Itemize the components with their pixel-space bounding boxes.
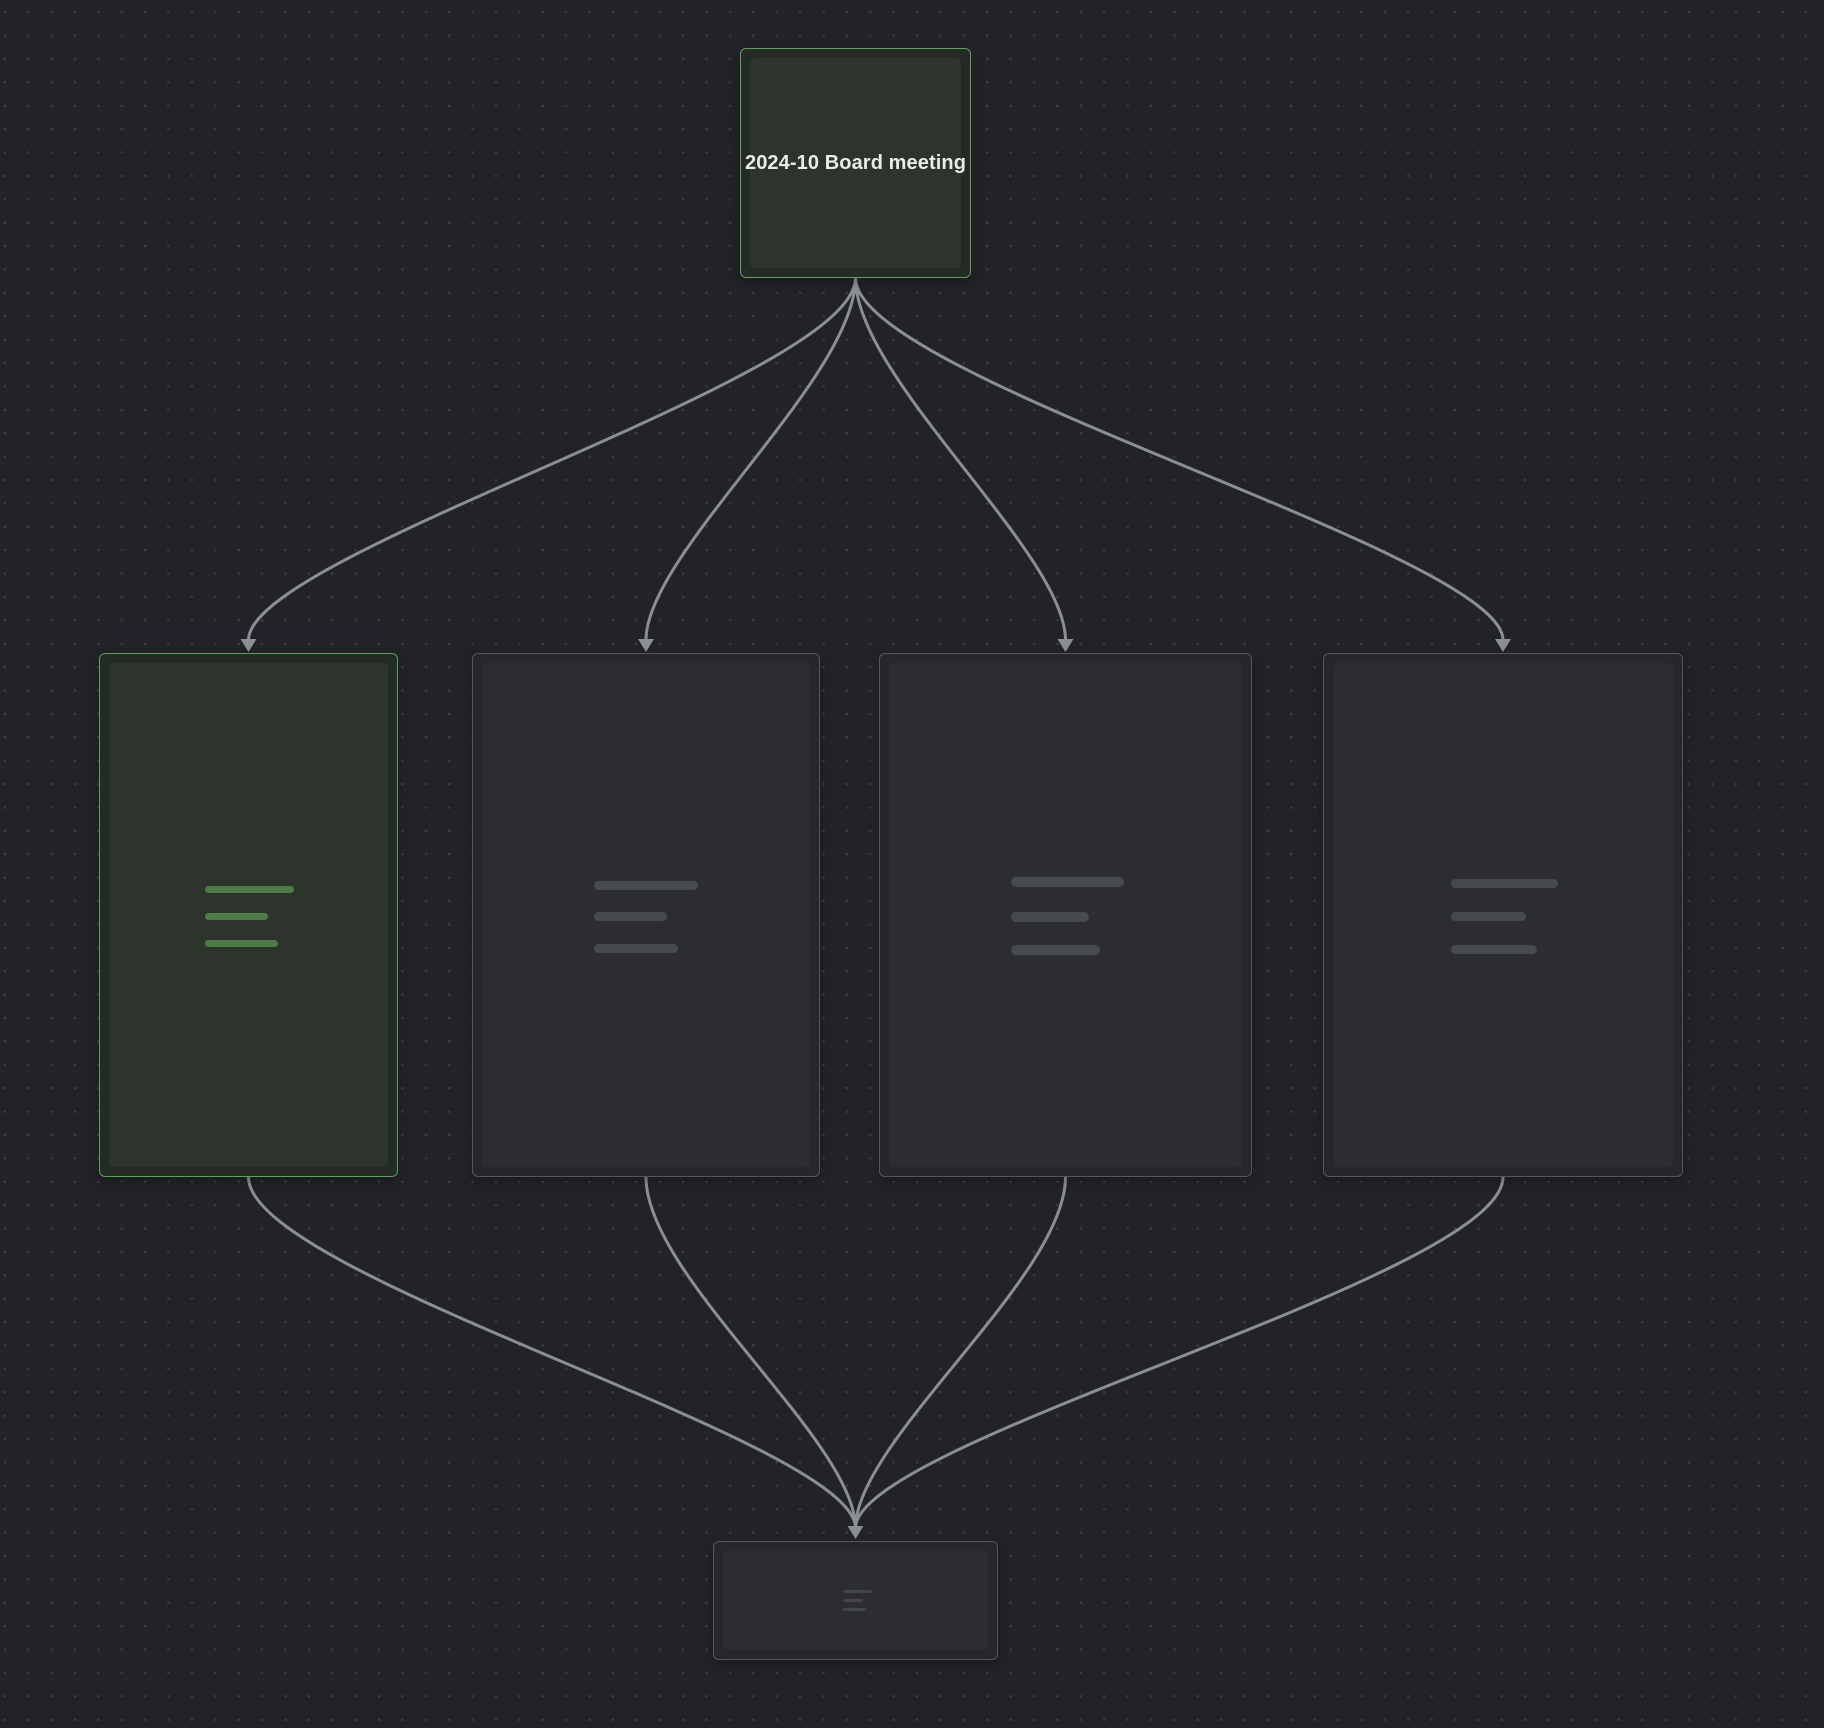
edge-root-to-note-1[interactable] <box>247 276 857 642</box>
node-note-1-body <box>109 663 388 1167</box>
node-board-meeting-label: 2024-10 Board meeting <box>744 152 967 174</box>
skeleton-line <box>1451 879 1558 888</box>
edge-root-to-note-3[interactable] <box>854 276 1067 642</box>
node-note-3-body <box>889 663 1242 1167</box>
skeleton-line <box>205 886 294 893</box>
skeleton-line <box>594 944 678 953</box>
skeleton-line <box>1451 945 1537 954</box>
skeleton-line <box>843 1608 866 1611</box>
node-note-1[interactable] <box>99 653 398 1177</box>
node-board-meeting-body: 2024-10 Board meeting <box>745 58 966 268</box>
skeleton-line <box>205 913 268 920</box>
arrowhead-summary <box>847 1526 864 1539</box>
edge-note-4-to-summary[interactable] <box>854 1175 1505 1530</box>
edge-note-1-to-summary[interactable] <box>247 1175 857 1530</box>
node-note-2-body <box>482 663 810 1167</box>
skeleton-line <box>1011 945 1100 955</box>
skeleton-line <box>843 1590 872 1593</box>
arrowhead-note-1 <box>240 639 257 652</box>
edge-root-to-note-4[interactable] <box>854 276 1505 642</box>
skeleton-line <box>594 912 667 921</box>
skeleton-line <box>594 881 698 890</box>
node-note-3[interactable] <box>879 653 1252 1177</box>
skeleton-line <box>1011 912 1089 922</box>
skeleton-line <box>1451 912 1526 921</box>
edge-root-to-note-2[interactable] <box>644 276 857 642</box>
edge-note-3-to-summary[interactable] <box>854 1175 1067 1530</box>
node-summary-body <box>723 1551 988 1650</box>
node-note-4[interactable] <box>1323 653 1683 1177</box>
arrowhead-note-4 <box>1495 639 1511 652</box>
skeleton-line <box>205 940 278 947</box>
node-summary[interactable] <box>713 1541 998 1660</box>
node-note-4-body <box>1333 663 1673 1167</box>
arrowhead-note-2 <box>638 639 654 652</box>
arrowhead-note-3 <box>1057 639 1074 652</box>
skeleton-line <box>843 1599 863 1602</box>
skeleton-line <box>1011 877 1124 887</box>
node-board-meeting[interactable]: 2024-10 Board meeting <box>740 48 971 278</box>
node-note-2[interactable] <box>472 653 820 1177</box>
edge-note-2-to-summary[interactable] <box>644 1175 857 1530</box>
